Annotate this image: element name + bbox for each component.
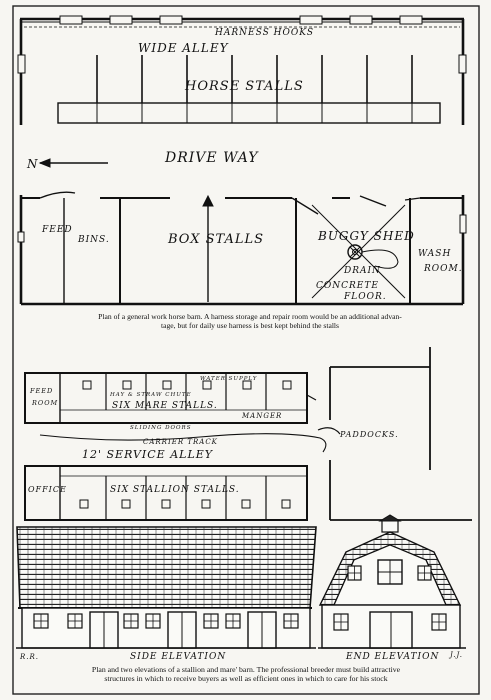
caption-plan1-line2: tage, but for daily use harness is best …: [161, 321, 339, 330]
plan1-labels: HARNESS HOOKS WIDE ALLEY HORSE STALLS DR…: [26, 28, 463, 302]
caption-plan2-line2: structures in which to receive buyers as…: [104, 674, 388, 683]
sliding-doors-label: SLIDING DOORS: [130, 425, 191, 431]
feed-room-label-2: ROOM: [31, 399, 58, 407]
end-elevation: [318, 514, 466, 649]
side-elevation: [16, 526, 317, 649]
end-elevation-label: END ELEVATION: [345, 652, 439, 662]
manger-label: MANGER: [241, 412, 282, 420]
six-mare-stalls-label: SIX MARE STALLS.: [112, 401, 218, 411]
feed-room-label-1: FEED: [29, 387, 53, 395]
hay-chute-label: HAY & STRAW CHUTE: [109, 392, 192, 398]
caption-plan1: Plan of a general work horse barn. A har…: [40, 312, 460, 330]
box-stalls-label: BOX STALLS: [167, 232, 264, 247]
office-label: OFFICE: [28, 485, 67, 494]
carrier-track-label: CARRIER TRACK: [143, 438, 218, 446]
drive-way-label: DRIVE WAY: [164, 150, 259, 166]
service-alley-label: 12' SERVICE ALLEY: [82, 448, 214, 461]
elevation-labels: R.R. SIDE ELEVATION END ELEVATION J.J.: [19, 651, 463, 662]
wide-alley-label: WIDE ALLEY: [138, 41, 229, 55]
feed-label: FEED: [41, 225, 73, 235]
caption-plan2: Plan and two elevations of a stallion an…: [20, 665, 472, 683]
bins-label: BINS.: [77, 235, 110, 245]
concrete-label: CONCRETE: [316, 281, 379, 291]
water-supply-label: WATER SUPPLY: [200, 376, 258, 382]
signature-left: R.R.: [19, 653, 39, 661]
six-stallion-stalls-label: SIX STALLION STALLS.: [110, 485, 240, 495]
plan-stallion-mare-barn: [24, 347, 472, 521]
room-label: ROOM.: [423, 264, 463, 274]
plan2-labels: FEED ROOM HAY & STRAW CHUTE WATER SUPPLY…: [28, 376, 399, 495]
signature-right: J.J.: [448, 651, 463, 659]
horse-stalls-label: HORSE STALLS: [184, 79, 304, 94]
harness-hooks-label: HARNESS HOOKS: [214, 28, 314, 38]
floor-label: FLOOR.: [343, 292, 387, 302]
caption-plan1-line1: Plan of a general work horse barn. A har…: [98, 312, 402, 321]
paddocks-label: PADDOCKS.: [339, 430, 399, 439]
caption-plan2-line1: Plan and two elevations of a stallion an…: [91, 665, 401, 674]
plan-work-horse-barn: [17, 15, 467, 306]
buggy-shed-label: BUGGY SHED: [317, 229, 415, 243]
drain-label: DRAIN: [343, 266, 381, 276]
north-label: N: [26, 157, 39, 171]
wash-label: WASH: [418, 249, 451, 259]
page-frame: [12, 5, 480, 695]
side-elevation-label: SIDE ELEVATION: [130, 652, 226, 662]
